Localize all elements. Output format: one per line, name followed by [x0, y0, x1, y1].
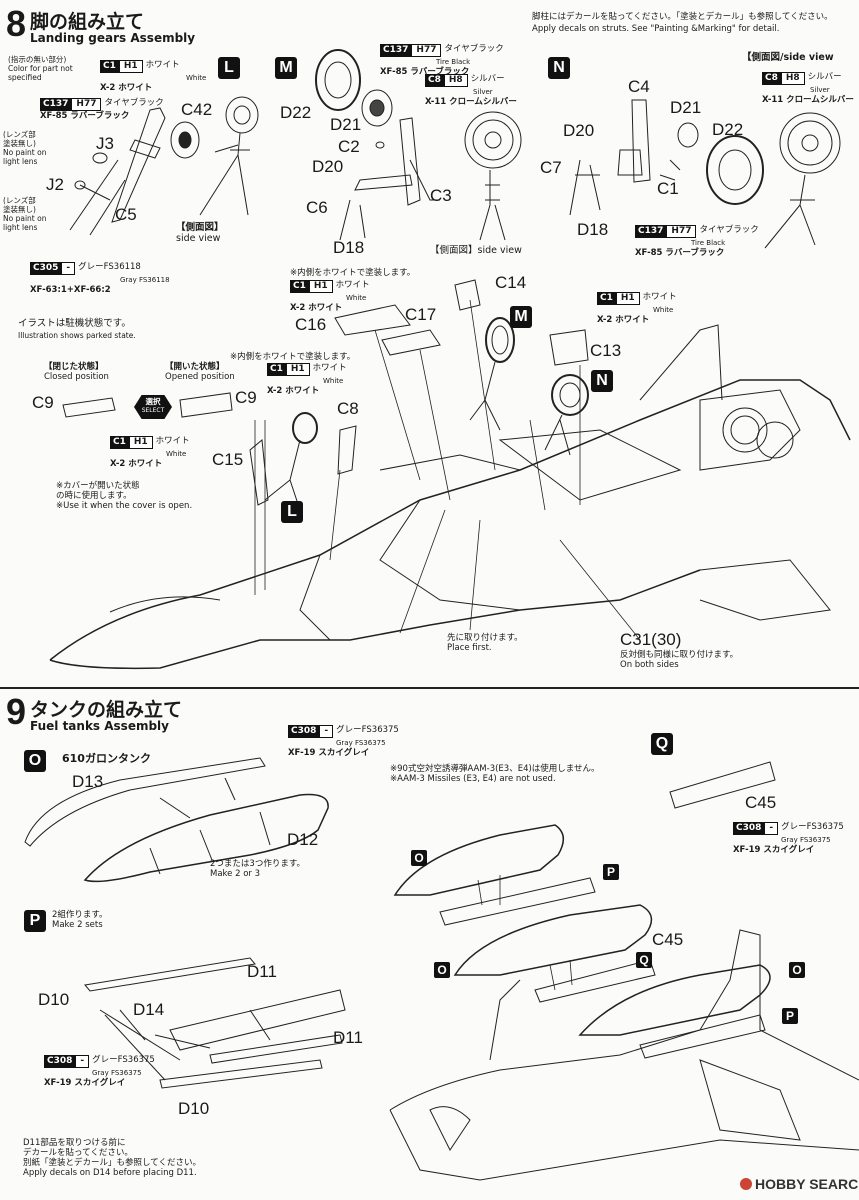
step-9-title-jp: タンクの組み立て	[30, 699, 183, 721]
part-C7: C7	[540, 158, 562, 177]
unspecified-color-note: (指示の無い部分) Color for part not specified	[8, 55, 73, 82]
part-D12: D12	[287, 830, 319, 849]
place-first-note: 先に取り付けます。 Place first.	[447, 633, 523, 653]
badge-O-3: O	[434, 962, 450, 978]
badge-M-plane: M	[510, 306, 532, 328]
badge-Q-2: Q	[636, 952, 652, 968]
part-C16: C16	[295, 315, 327, 334]
paint-c308-b: C308-グレーFS36375 Gray FS36375 XF-19 スカイグレ…	[733, 822, 844, 855]
step-9-title-en: Fuel tanks Assembly	[30, 719, 169, 733]
badge-O-4: O	[789, 962, 805, 978]
lens-note-2: (レンズ部 塗装無し) No paint on light lens	[3, 196, 47, 232]
part-D21-N: D21	[670, 98, 702, 117]
badge-P-set: P	[24, 910, 46, 932]
side-view-N: 【側面図/side view	[742, 52, 834, 63]
parked-note-jp: イラストは駐機状態です。	[18, 318, 131, 329]
part-D14: D14	[133, 1000, 165, 1019]
part-C6: C6	[306, 198, 328, 217]
part-D10-b: D10	[178, 1099, 210, 1118]
paint-c305: C305-グレーFS36118 Gray FS36118 XF-63:1+XF-…	[30, 262, 170, 295]
step-8-title-jp: 脚の組み立て	[30, 11, 145, 33]
part-C14: C14	[495, 273, 527, 292]
lens-note-1: (レンズ部 塗装無し) No paint on light lens	[3, 130, 47, 166]
paint-c308-a: C308-グレーFS36375 Gray FS36375 XF-19 スカイグレ…	[288, 725, 399, 758]
part-C45-a: C45	[745, 793, 777, 812]
part-C9-closed: C9	[32, 393, 54, 412]
part-C45-b: C45	[652, 930, 684, 949]
inner-white-note-1: ※内側をホワイトで塗装します。	[290, 268, 416, 278]
part-D22-M: D22	[280, 103, 312, 122]
part-C2: C2	[338, 137, 360, 156]
parked-note-en: Illustration shows parked state.	[18, 331, 136, 340]
watermark-icon	[740, 1178, 752, 1190]
side-view-L: 【側面図】 side view	[176, 222, 224, 244]
watermark-logo: HOBBY SEARCH	[740, 1176, 859, 1192]
part-C9-opened: C9	[235, 388, 257, 407]
make-2-sets-note: 2組作ります。 Make 2 sets	[52, 910, 108, 930]
badge-N: N	[548, 57, 570, 79]
step-9-number: 9	[6, 691, 27, 732]
step-8-number: 8	[6, 3, 27, 44]
part-D21-M: D21	[330, 115, 362, 134]
part-D20-N: D20	[563, 121, 595, 140]
part-D20-M: D20	[312, 157, 344, 176]
part-C17: C17	[405, 305, 437, 324]
closed-position: 【閉じた状態】 Closed position	[44, 362, 109, 382]
badge-L: L	[218, 57, 240, 79]
opened-position: 【開いた状態】 Opened position	[165, 362, 235, 382]
part-J2: J2	[46, 175, 64, 194]
part-D18-N: D18	[577, 220, 609, 239]
both-sides-note: C31(30) 反対側も同様に取り付けます。 On both sides	[620, 630, 739, 670]
side-view-M: 【側面図】side view	[430, 245, 522, 256]
aam-note: ※90式空対空誘導弾AAM-3(E3、E4)は使用しません。 ※AAM-3 Mi…	[390, 764, 600, 784]
d11-decal-note: D11部品を取りつける前に デカールを貼ってください。 別紙「塗装とデカール」も…	[23, 1138, 201, 1178]
badge-O: O	[24, 750, 46, 772]
inner-white-note-2: ※内側をホワイトで塗装します。	[230, 352, 356, 362]
badge-P: P	[603, 864, 619, 880]
part-C5: C5	[115, 205, 137, 224]
step-8-title-en: Landing gears Assembly	[30, 31, 196, 45]
decal-note-jp: 脚柱にはデカールを貼ってください。「塗装とデカール」も参照してください。	[532, 12, 833, 22]
paint-c308-c: C308-グレーFS36375 Gray FS36375 XF-19 スカイグレ…	[44, 1055, 155, 1088]
part-C8: C8	[337, 399, 359, 418]
select-arrow: 選択 SELECT	[134, 395, 172, 419]
cover-open-note: ※カバーが開いた状態 の時に使用します。 ※Use it when the co…	[56, 481, 193, 511]
part-C4: C4	[628, 77, 650, 96]
make-2-or-3-note: 2つまたは3つ作ります。 Make 2 or 3	[210, 859, 305, 879]
badge-M: M	[275, 57, 297, 79]
badge-Q: Q	[651, 733, 673, 755]
part-D10-a: D10	[38, 990, 70, 1009]
part-D18-M: D18	[333, 238, 365, 257]
part-C1: C1	[657, 179, 679, 198]
decal-note-en: Apply decals on struts. See "Painting &M…	[532, 24, 780, 34]
part-C42: C42	[181, 100, 213, 119]
part-C3: C3	[430, 186, 452, 205]
part-C15: C15	[212, 450, 244, 469]
badge-P-2: P	[782, 1008, 798, 1024]
badge-N-plane: N	[591, 370, 613, 392]
part-C13: C13	[590, 341, 622, 360]
part-D11-a: D11	[247, 962, 277, 981]
part-J3: J3	[96, 134, 114, 153]
badge-O-2: O	[411, 850, 427, 866]
part-D13: D13	[72, 772, 104, 791]
badge-L-plane: L	[281, 501, 303, 523]
tank-title: 610ガロンタンク	[62, 752, 151, 765]
part-D22-N: D22	[712, 120, 744, 139]
part-D11-b: D11	[333, 1028, 363, 1047]
